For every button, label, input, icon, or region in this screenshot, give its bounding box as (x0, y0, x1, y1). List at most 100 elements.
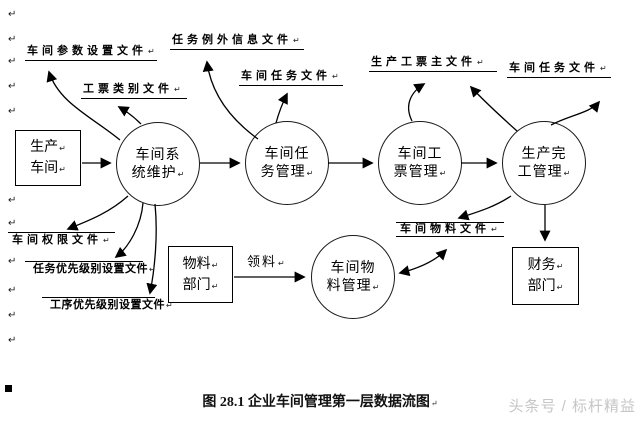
datastore-label: 工票类别文件 (83, 83, 173, 95)
flow-system-maintenance-to-process-priority-file (146, 203, 158, 295)
entity-label-line: 财务↵ (527, 256, 564, 272)
flow-system-maintenance-to-permission-file (66, 195, 129, 231)
datastore-label: 车间权限文件 (12, 234, 102, 246)
datastore-overline (42, 297, 155, 298)
process-label-line: 统维护↵ (131, 163, 185, 180)
paragraph-mark-icon: ↵ (332, 72, 339, 81)
paragraph-mark-icon: ↵ (278, 259, 285, 268)
datastore-label: 任务例外信息文件 (172, 34, 292, 46)
datastore-underline (369, 71, 497, 72)
entity-material-department: 物料↵ 部门↵ (168, 246, 233, 303)
process-label-line: 工管理↵ (517, 162, 571, 179)
process-label-line: 料管理↵ (326, 276, 380, 293)
datastore-task-priority-file: 任务优先级别设置文件↵ (25, 261, 156, 278)
paragraph-mark-icon: ↵ (59, 165, 66, 174)
paragraph-mark-icon: ↵ (149, 265, 156, 274)
datastore-label: 工序优先级别设置文件 (50, 299, 165, 311)
paragraph-mark-icon: ↵ (8, 256, 17, 267)
entity-production-workshop: 生产↵ 车间↵ (15, 130, 81, 186)
paragraph-mark-icon: ↵ (430, 399, 438, 408)
paragraph-mark-icon: ↵ (177, 169, 185, 179)
paragraph-mark-icon: ↵ (8, 218, 17, 229)
flow-completion-management-to-material-file (457, 195, 512, 221)
paragraph-mark-icon: ↵ (211, 281, 219, 291)
datastore-label: 车间参数设置文件 (27, 45, 147, 57)
paragraph-mark-icon: ↵ (174, 85, 181, 94)
bullet-square-icon (5, 385, 12, 392)
watermark-text: 头条号 / 标杆精益 (508, 398, 636, 415)
paragraph-mark-icon: ↵ (477, 58, 484, 67)
datastore-overline (8, 232, 115, 233)
process-workshop-ticket-management: 车间工 票管理↵ (378, 121, 462, 205)
process-workshop-task-management: 车间任 务管理↵ (245, 121, 329, 205)
flow-material-management-material-file-bidirectional (398, 248, 448, 277)
flow-task-management-to-task-file-mid (275, 92, 288, 124)
process-workshop-material-management: 车间物 料管理↵ (311, 235, 395, 319)
datastore-underline (81, 98, 187, 99)
process-label-line: 生产完 (521, 144, 567, 161)
flow-label-pick-material: 领料↵ (247, 254, 285, 269)
paragraph-mark-icon: ↵ (8, 9, 17, 20)
paragraph-mark-icon: ↵ (8, 34, 17, 45)
process-workshop-system-maintenance: 车间系 统维护↵ (116, 122, 200, 206)
figure-caption: 图 28.1 企业车间管理第一层数据流图↵ (202, 395, 438, 410)
datastore-workshop-task-file-mid: 车间任务文件↵ (239, 69, 343, 86)
flow-ticket-management-to-ticket-main-file (408, 83, 426, 122)
datastore-underline (507, 77, 611, 78)
entity-finance-department: 财务↵ 部门↵ (512, 247, 579, 305)
datastore-production-ticket-main-file: 生产工票主文件↵ (369, 55, 497, 72)
datastore-label: 车间物料文件 (400, 223, 490, 235)
paragraph-mark-icon: ↵ (491, 225, 498, 234)
paragraph-mark-icon: ↵ (372, 282, 380, 292)
entity-label-line: 物料↵ (182, 254, 219, 271)
flow-system-maintenance-to-ticket-type-file (117, 106, 142, 125)
paragraph-mark-icon: ↵ (148, 47, 155, 56)
paragraph-mark-icon: ↵ (103, 236, 110, 245)
datastore-label: 车间任务文件 (509, 62, 599, 74)
paragraph-mark-icon: ↵ (8, 310, 17, 321)
paragraph-mark-icon: ↵ (8, 335, 17, 346)
process-label-line: 车间工 (397, 144, 443, 161)
datastore-label: 生产工票主文件 (371, 56, 476, 68)
datastore-underline (239, 85, 343, 86)
entity-label-line: 车间↵ (30, 159, 66, 175)
paragraph-mark-icon: ↵ (211, 260, 219, 270)
process-label-line: 车间系 (135, 145, 181, 162)
datastore-overline (396, 222, 504, 223)
paragraph-mark-icon: ↵ (8, 106, 17, 117)
paragraph-mark-icon: ↵ (8, 195, 17, 206)
paragraph-mark-icon: ↵ (563, 168, 571, 178)
flow-completion-management-to-ticket-main-file (469, 85, 518, 132)
datastore-workshop-task-file-right: 车间任务文件↵ (507, 61, 611, 78)
paragraph-mark-icon: ↵ (556, 262, 564, 271)
paragraph-mark-icon: ↵ (8, 56, 17, 67)
datastore-process-priority-file: 工序优先级别设置文件↵ (42, 297, 173, 314)
paragraph-mark-icon: ↵ (556, 283, 564, 292)
datastore-label: 任务优先级别设置文件 (33, 263, 148, 275)
process-label-line: 车间物 (330, 258, 376, 275)
paragraph-mark-icon: ↵ (8, 285, 17, 296)
entity-label-line: 部门↵ (527, 277, 564, 293)
process-label-line: 车间任 (264, 144, 310, 161)
paragraph-mark-icon: ↵ (439, 168, 447, 178)
process-production-completion-management: 生产完 工管理↵ (502, 121, 586, 205)
entity-label-line: 生产↵ (30, 138, 66, 154)
datastore-workshop-permission-file: 车间权限文件↵ (8, 232, 115, 249)
datastore-ticket-type-file: 工票类别文件↵ (81, 82, 187, 99)
datastore-underline (170, 49, 304, 50)
datastore-underline (25, 60, 157, 61)
paragraph-mark-icon: ↵ (8, 81, 17, 92)
paragraph-mark-icon: ↵ (293, 36, 300, 45)
datastore-workshop-material-file: 车间物料文件↵ (396, 222, 504, 237)
datastore-overline (25, 261, 143, 262)
entity-label-line: 部门↵ (182, 275, 219, 292)
process-label-line: 票管理↵ (393, 162, 447, 179)
paragraph-mark-icon: ↵ (306, 168, 314, 178)
datastore-workshop-param-file: 车间参数设置文件↵ (25, 44, 157, 61)
datastore-task-exception-file: 任务例外信息文件↵ (170, 33, 304, 50)
datastore-underline (396, 236, 504, 237)
flow-system-maintenance-to-task-priority-file (114, 202, 144, 259)
paragraph-mark-icon: ↵ (166, 301, 173, 310)
paragraph-mark-icon: ↵ (59, 144, 66, 153)
